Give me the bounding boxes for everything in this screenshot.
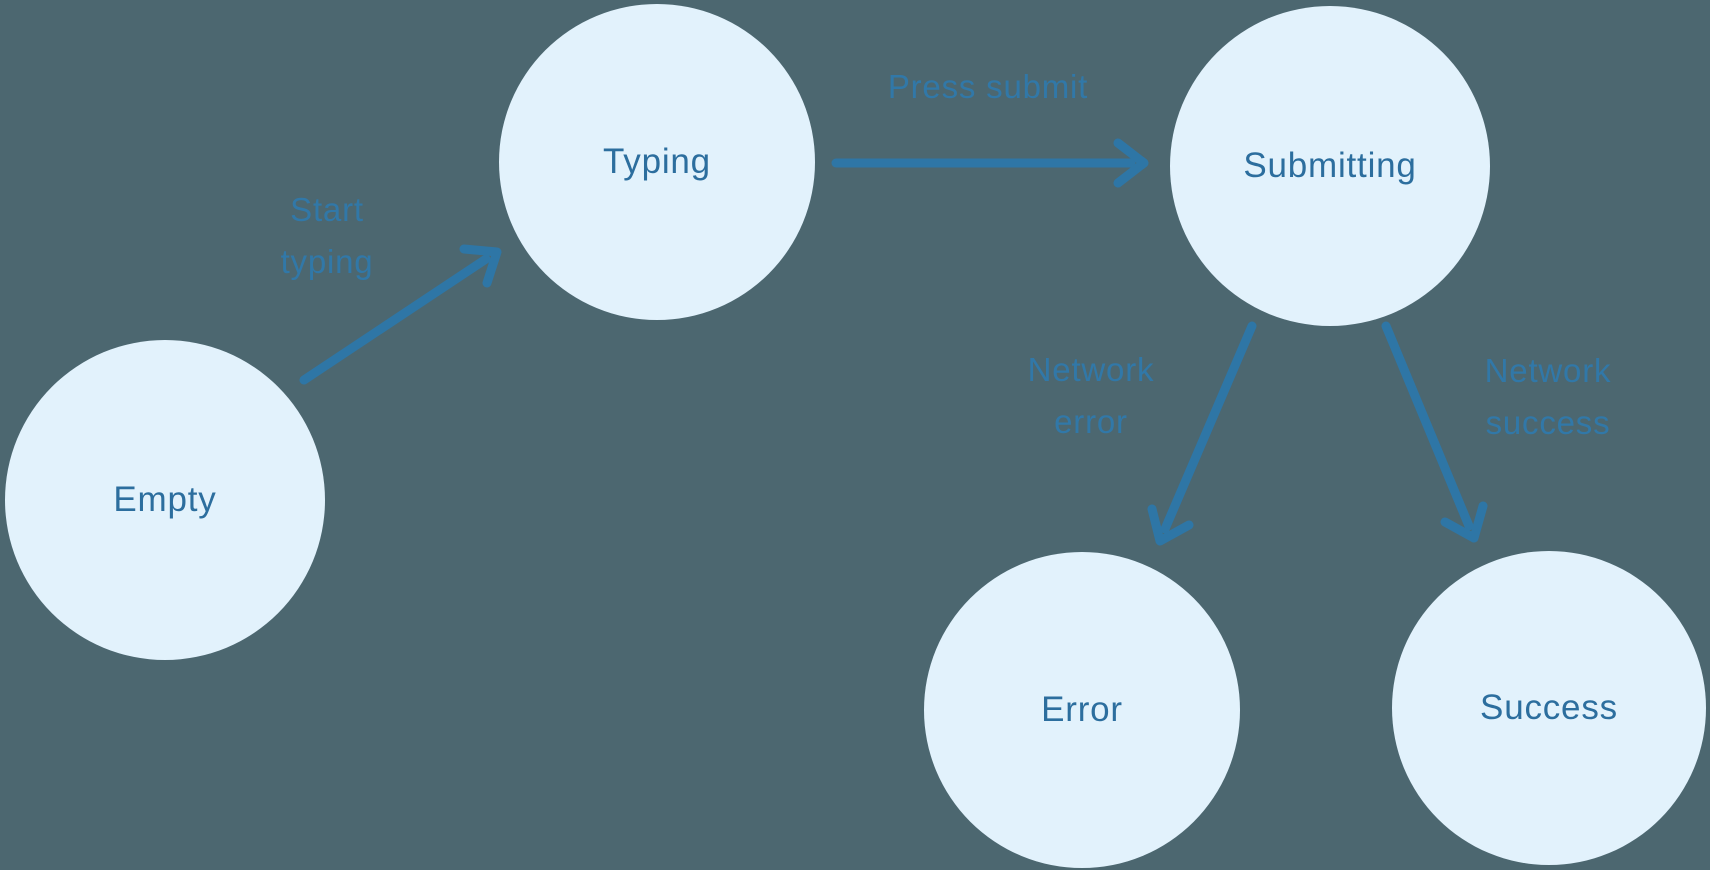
- state-node-empty: Empty: [5, 340, 325, 660]
- state-node-success: Success: [1392, 551, 1706, 865]
- state-node-label: Success: [1480, 688, 1618, 727]
- transition-label-press-submit: Press submit: [887, 68, 1089, 105]
- state-node-error: Error: [924, 552, 1240, 868]
- state-node-label: Typing: [603, 142, 711, 181]
- transition-label-start-typing: Start typing: [280, 191, 374, 280]
- transition-arrow-empty-to-typing: [299, 244, 502, 385]
- state-node-typing: Typing: [499, 4, 815, 320]
- transition-arrow-submitting-to-error: [1147, 321, 1257, 546]
- transition-label-network-success: Network success: [1484, 352, 1612, 441]
- state-node-label: Error: [1041, 690, 1123, 729]
- state-node-label: Submitting: [1243, 146, 1417, 185]
- transition-label-network-error: Network error: [1027, 351, 1155, 440]
- transition-arrow-typing-to-submitting: [831, 138, 1149, 188]
- state-node-submitting: Submitting: [1170, 6, 1490, 326]
- state-node-label: Empty: [113, 480, 217, 519]
- transition-arrow-submitting-to-success: [1381, 321, 1488, 543]
